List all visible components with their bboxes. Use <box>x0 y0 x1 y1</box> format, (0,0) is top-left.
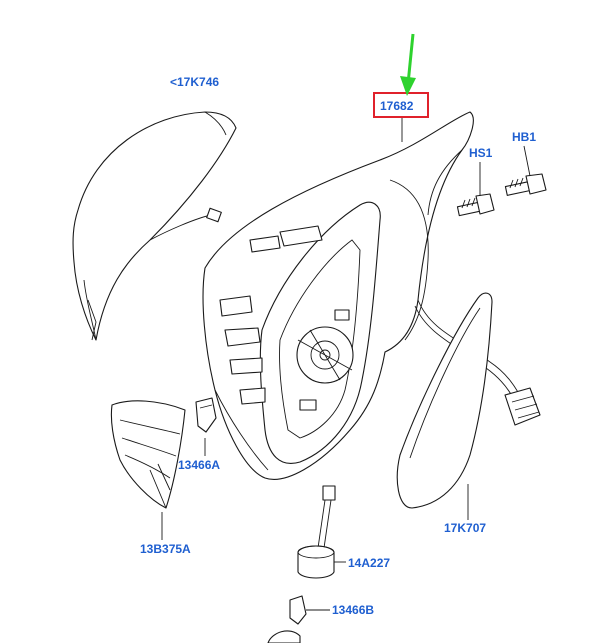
lamp-housing <box>110 400 186 509</box>
bolt-hb1 <box>504 173 547 196</box>
label-bulb-lower[interactable]: 13466B <box>332 603 374 617</box>
label-hb1[interactable]: HB1 <box>512 130 536 144</box>
bulb-lower <box>267 595 307 643</box>
green-arrow-icon <box>400 33 416 96</box>
label-cover[interactable]: <17K746 <box>170 75 219 89</box>
leader-lines <box>161 118 531 611</box>
label-lamp-housing[interactable]: 13B375A <box>140 542 191 556</box>
label-hs1[interactable]: HS1 <box>469 146 493 160</box>
label-socket[interactable]: 14A227 <box>348 556 390 570</box>
label-mirror-assembly[interactable]: 17682 <box>380 99 414 113</box>
screw-hs1 <box>456 193 495 217</box>
label-glass[interactable]: 17K707 <box>444 521 486 535</box>
bulb-upper <box>195 397 217 433</box>
label-bulb-upper[interactable]: 13466A <box>178 458 220 472</box>
socket <box>297 485 336 579</box>
mirror-cover <box>72 111 237 341</box>
mirror-housing <box>202 111 541 480</box>
highlight-box <box>373 92 429 118</box>
mirror-glass <box>396 292 493 509</box>
